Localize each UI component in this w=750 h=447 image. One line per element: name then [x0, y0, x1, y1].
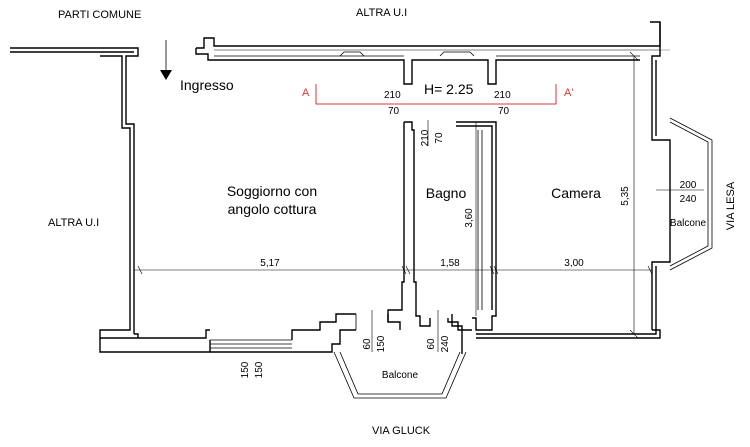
dim-window-a: 150 — [240, 361, 251, 378]
section-line — [315, 84, 557, 105]
room-camera: Camera — [551, 185, 601, 201]
dim-bottom-win2-a: 60 — [426, 338, 437, 350]
label-via-lesa: VIA LESA — [725, 181, 737, 230]
dim-window-b: 150 — [254, 361, 265, 378]
dim-door1-h: 70 — [388, 106, 400, 117]
dim-door1-w: 210 — [384, 90, 401, 101]
room-bagno: Bagno — [426, 185, 467, 201]
dim-span-camera: 3,00 — [564, 258, 584, 269]
dim-balcone-right-bottom: 240 — [680, 194, 697, 205]
dimension-lines — [133, 51, 704, 352]
dim-camera-height: 5,35 — [620, 186, 631, 206]
dim-bagno-len: 3,60 — [464, 208, 475, 228]
dim-bottom-win1-b: 150 — [376, 335, 387, 352]
dim-span-soggiorno: 5,17 — [260, 258, 280, 269]
room-balcone-bottom: Balcone — [382, 370, 419, 381]
section-a-prime: A' — [564, 87, 573, 99]
dim-span-bagno: 1,58 — [440, 258, 460, 269]
left-wall — [99, 64, 139, 339]
label-altra-top: ALTRA U.I — [356, 7, 407, 19]
section-a: A — [302, 87, 310, 99]
room-balcone-right: Balcone — [670, 218, 707, 229]
dim-door2-h: 70 — [498, 106, 510, 117]
balcone-bottom — [333, 351, 467, 399]
bottom-wall — [99, 313, 401, 353]
corridor-wall — [10, 47, 139, 64]
dim-bottom-win2-b: 240 — [440, 335, 451, 352]
dim-bottom-win1-a: 60 — [362, 338, 373, 350]
room-soggiorno-line1: Soggiorno con — [227, 183, 317, 199]
label-altra-left: ALTRA U.I — [48, 217, 99, 229]
balcone-right — [669, 117, 713, 271]
section-height: H= 2.25 — [424, 81, 474, 97]
dim-door2-w: 210 — [494, 90, 511, 101]
dim-bagno-door-w: 210 — [420, 129, 431, 146]
ingresso-arrow-icon — [160, 40, 172, 80]
bagno-walls — [387, 121, 497, 354]
label-parti-comune: PARTI COMUNE — [58, 9, 141, 21]
top-wall — [195, 21, 670, 85]
label-ingresso: Ingresso — [180, 77, 234, 93]
right-wall — [476, 22, 671, 339]
room-soggiorno-line2: angolo cottura — [228, 201, 317, 217]
dim-balcone-right-top: 200 — [680, 180, 697, 191]
dim-bagno-door-h: 70 — [434, 132, 445, 144]
label-via-gluck: VIA GLUCK — [372, 425, 431, 437]
